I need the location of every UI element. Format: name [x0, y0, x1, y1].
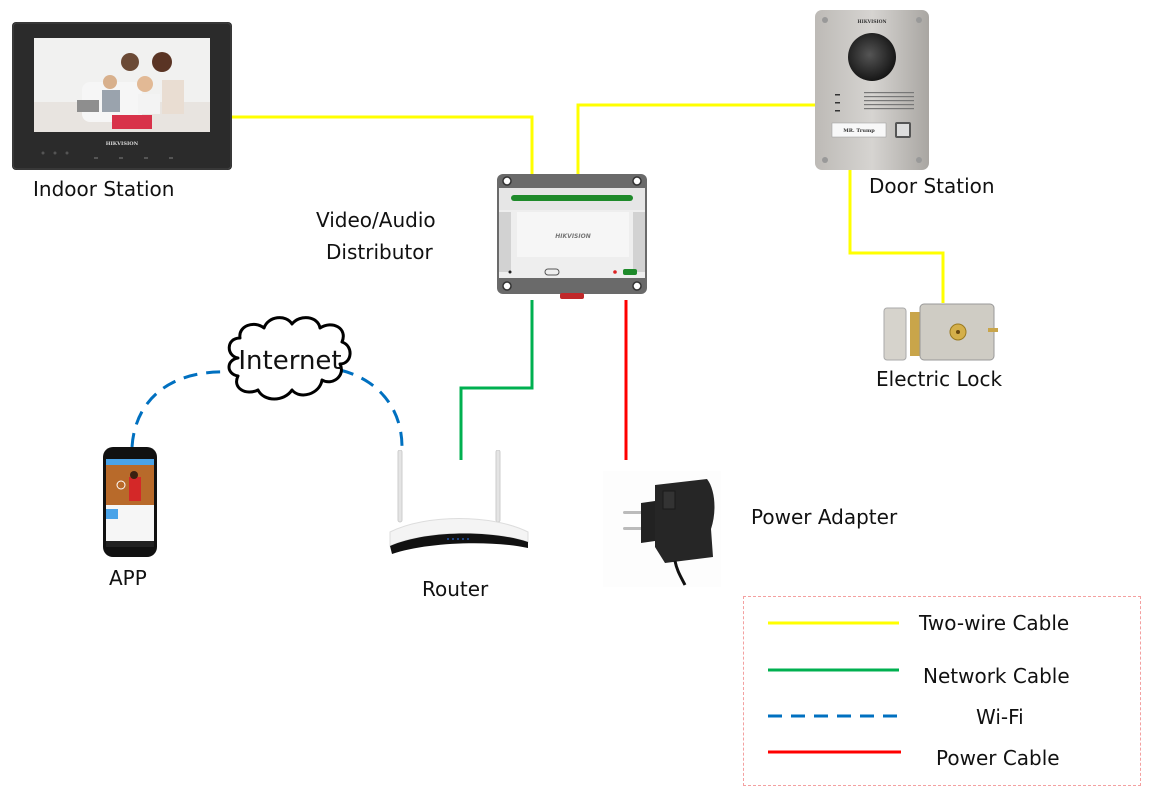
distributor-label-line2: Distributor: [326, 240, 433, 264]
video-audio-distributor[interactable]: HIKVISION: [497, 174, 647, 300]
distributor-box-icon: HIKVISION: [497, 174, 647, 299]
power-adapter[interactable]: [603, 471, 721, 587]
legend-label-power: Power Cable: [936, 746, 1060, 770]
door-brand-text: HIKVISION: [857, 19, 886, 25]
electric-lock-label: Electric Lock: [876, 367, 1003, 391]
legend-swatches: [768, 621, 901, 754]
indoor-station[interactable]: HIKVISION: [12, 22, 232, 172]
network-cable: [459, 300, 534, 460]
legend-label-network: Network Cable: [923, 664, 1070, 688]
router-icon: [389, 449, 529, 554]
door-station-icon: HIKVISION MR. Trump: [815, 10, 929, 170]
distributor-brand-text: HIKVISION: [555, 233, 590, 240]
two-wire-cable-door: [576, 103, 816, 176]
two-wire-cable-lock: [848, 170, 945, 303]
app-label: APP: [109, 566, 147, 590]
wifi-link-router: [339, 368, 404, 448]
two-wire-cable-indoor: [232, 115, 534, 176]
smartphone-icon: [103, 447, 157, 557]
wifi-link-app: [130, 370, 229, 448]
legend: Two-wire Cable Network Cable Wi-Fi Power…: [743, 596, 1141, 786]
router-label: Router: [422, 577, 489, 601]
internet-label: Internet: [238, 346, 341, 376]
legend-label-two-wire: Two-wire Cable: [919, 611, 1070, 635]
app-phone[interactable]: [103, 447, 157, 557]
legend-label-wifi: Wi-Fi: [976, 705, 1024, 729]
indoor-station-label: Indoor Station: [33, 177, 175, 201]
door-station[interactable]: HIKVISION MR. Trump: [815, 10, 929, 170]
router[interactable]: [386, 449, 532, 558]
indoor-brand-text: HIKVISION: [106, 141, 139, 147]
door-station-label: Door Station: [869, 174, 995, 198]
power-adapter-label: Power Adapter: [751, 505, 898, 529]
power-adapter-icon: [603, 471, 721, 587]
electric-lock[interactable]: [880, 300, 1000, 364]
lock-icon: [883, 303, 998, 361]
internet-cloud[interactable]: Internet: [224, 312, 354, 408]
distributor-label-line1: Video/Audio: [316, 208, 436, 232]
door-nameplate-text: MR. Trump: [843, 128, 875, 134]
indoor-monitor-icon: HIKVISION: [12, 22, 232, 170]
cloud-icon: Internet: [227, 316, 352, 401]
